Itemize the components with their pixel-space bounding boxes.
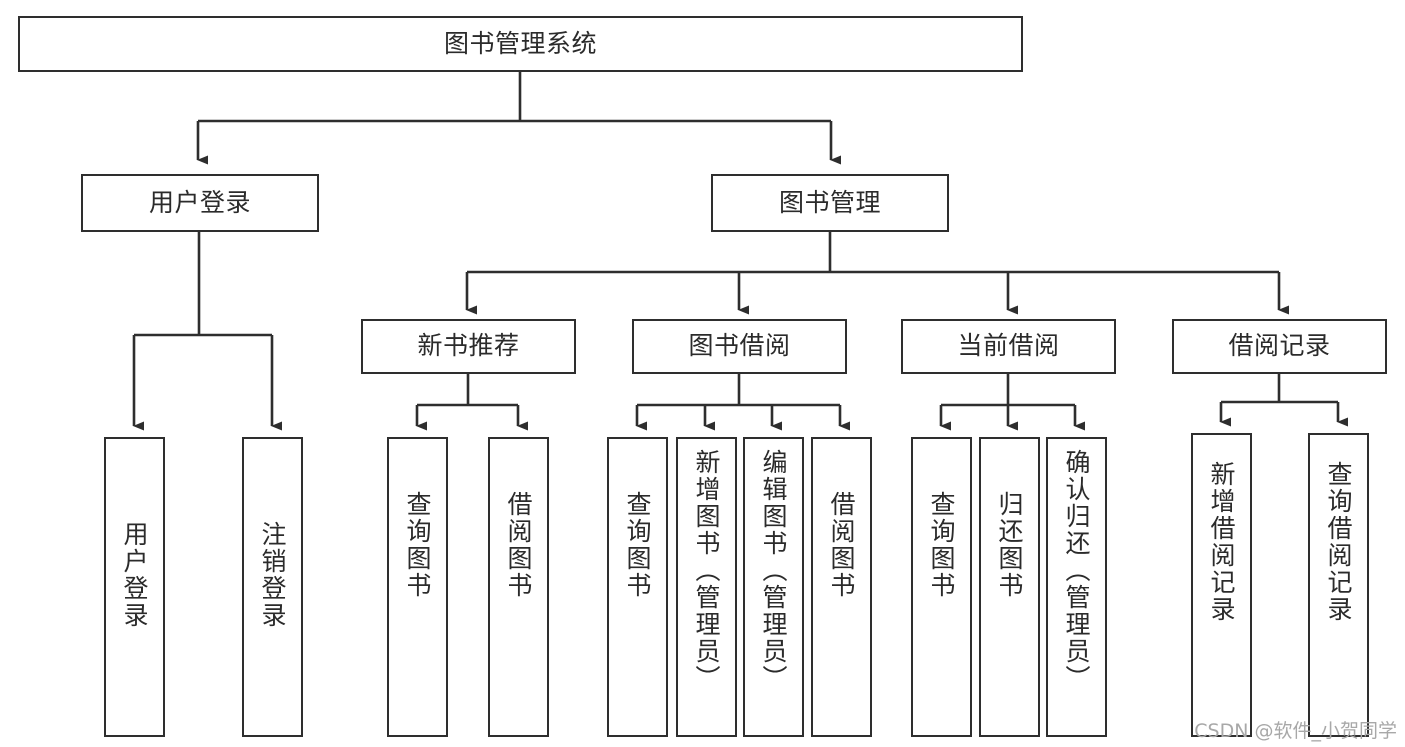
node-label: 注销登录 xyxy=(258,521,287,629)
node-new-book-recommendation[interactable]: 新书推荐 xyxy=(361,319,576,374)
leaf-query-borrowing-record[interactable]: 查询借阅记录 xyxy=(1308,433,1369,737)
node-user-login[interactable]: 用户登录 xyxy=(81,174,319,232)
leaf-return-books[interactable]: 归还图书 xyxy=(979,437,1040,737)
node-label: 查询图书 xyxy=(623,491,652,599)
node-label: 借阅图书 xyxy=(504,491,533,599)
node-label: 当前借阅 xyxy=(957,331,1060,361)
leaf-query-books-new-book[interactable]: 查询图书 xyxy=(387,437,448,737)
leaf-edit-book-admin[interactable]: 编辑图书（管理员） xyxy=(743,437,804,737)
node-label: 图书借阅 xyxy=(688,331,791,361)
leaf-query-books-current[interactable]: 查询图书 xyxy=(911,437,972,737)
node-label: 编辑图书（管理员） xyxy=(759,449,788,692)
node-book-management[interactable]: 图书管理 xyxy=(711,174,949,232)
leaf-user-login[interactable]: 用户登录 xyxy=(104,437,165,737)
leaf-borrow-books-new-book[interactable]: 借阅图书 xyxy=(488,437,549,737)
node-label: 新书推荐 xyxy=(417,331,520,361)
node-current-borrowing[interactable]: 当前借阅 xyxy=(901,319,1116,374)
leaf-borrow-books[interactable]: 借阅图书 xyxy=(811,437,872,737)
node-label: 确认归还（管理员） xyxy=(1062,449,1091,692)
node-root-book-management-system[interactable]: 图书管理系统 xyxy=(18,16,1023,72)
node-label: 用户登录 xyxy=(120,521,149,629)
leaf-logout[interactable]: 注销登录 xyxy=(242,437,303,737)
node-label: 图书管理系统 xyxy=(443,28,597,58)
node-label: 新增借阅记录 xyxy=(1207,461,1236,623)
node-book-borrowing[interactable]: 图书借阅 xyxy=(632,319,847,374)
node-label: 查询借阅记录 xyxy=(1324,461,1353,623)
node-label: 图书管理 xyxy=(778,187,881,217)
node-borrowing-records[interactable]: 借阅记录 xyxy=(1172,319,1387,374)
node-label: 新增图书（管理员） xyxy=(692,449,721,692)
node-label: 用户登录 xyxy=(148,187,251,217)
leaf-confirm-return-admin[interactable]: 确认归还（管理员） xyxy=(1046,437,1107,737)
node-label: 查询图书 xyxy=(403,491,432,599)
leaf-add-book-admin[interactable]: 新增图书（管理员） xyxy=(676,437,737,737)
node-label: 查询图书 xyxy=(927,491,956,599)
watermark-text: CSDN @软件_小贺同学 xyxy=(1194,720,1397,742)
leaf-query-books-borrow[interactable]: 查询图书 xyxy=(607,437,668,737)
node-label: 借阅图书 xyxy=(827,491,856,599)
node-label: 借阅记录 xyxy=(1228,331,1331,361)
node-label: 归还图书 xyxy=(995,491,1024,599)
leaf-add-borrowing-record[interactable]: 新增借阅记录 xyxy=(1191,433,1252,737)
